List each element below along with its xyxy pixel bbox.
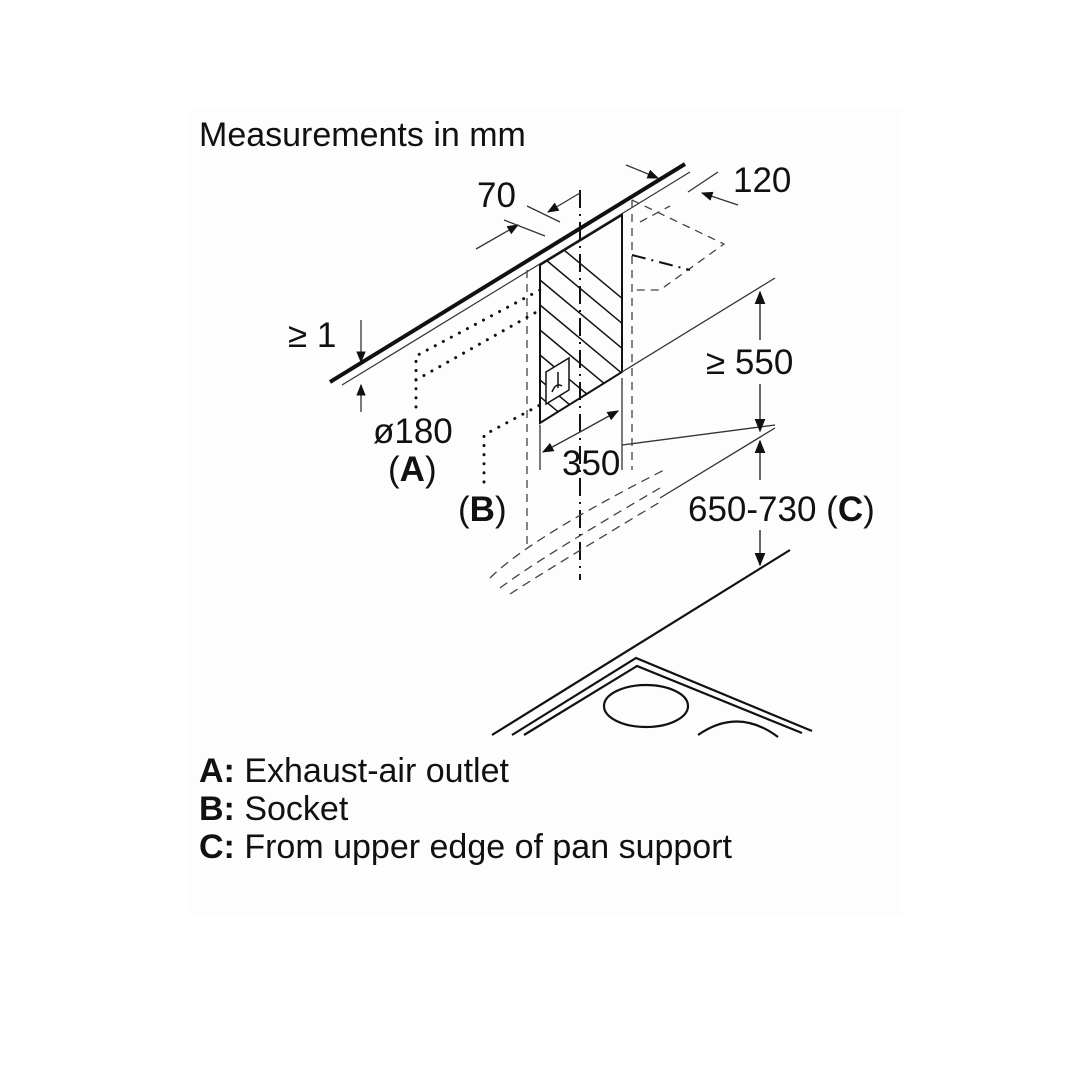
diagram-title: Measurements in mm (199, 116, 526, 154)
hood-height-value: 650-730 (688, 490, 817, 529)
legend-text: From upper edge of pan support (244, 828, 732, 866)
legend-key: B: (199, 790, 235, 828)
legend-item-b: B: Socket (199, 790, 732, 828)
hotplate-front (602, 683, 690, 729)
width-dimension (539, 378, 623, 470)
legend-key: A: (199, 752, 235, 790)
legend-item-a: A: Exhaust-air outlet (199, 752, 732, 790)
exhaust-air-path (414, 288, 542, 409)
height-reference-lines (621, 277, 776, 499)
socket-cable-path (482, 403, 542, 484)
legend: A: Exhaust-air outlet B: Socket C: From … (199, 752, 732, 866)
offset-label: 70 (477, 176, 516, 215)
diagram-panel (190, 108, 902, 916)
hob (491, 549, 813, 738)
legend-key: C: (199, 828, 235, 866)
min-height-label: ≥ 550 (706, 343, 794, 382)
duct-callout-letter: A (399, 450, 425, 489)
hotplate-rear (697, 720, 779, 738)
hood-outline-dashed (489, 467, 669, 595)
depth-dimension (625, 164, 739, 206)
legend-text: Exhaust-air outlet (244, 752, 509, 790)
duct-diameter-label: ø180 (373, 412, 453, 451)
depth-label: 120 (733, 161, 792, 200)
offset-dimension (475, 192, 581, 250)
hood-height-label: 650-730 (C) (688, 490, 875, 529)
socket-icon (545, 356, 570, 406)
socket-callout-letter: B (469, 490, 495, 529)
legend-text: Socket (244, 790, 349, 828)
width-label: 350 (562, 444, 621, 483)
hood-height-ref: C (837, 490, 864, 529)
legend-item-c: C: From upper edge of pan support (199, 828, 732, 866)
wall-gap-label: ≥ 1 (288, 316, 337, 355)
duct-cover-hatched (539, 213, 623, 425)
duct-callout-a: (A) (388, 450, 437, 489)
socket-callout-b: (B) (458, 490, 507, 529)
